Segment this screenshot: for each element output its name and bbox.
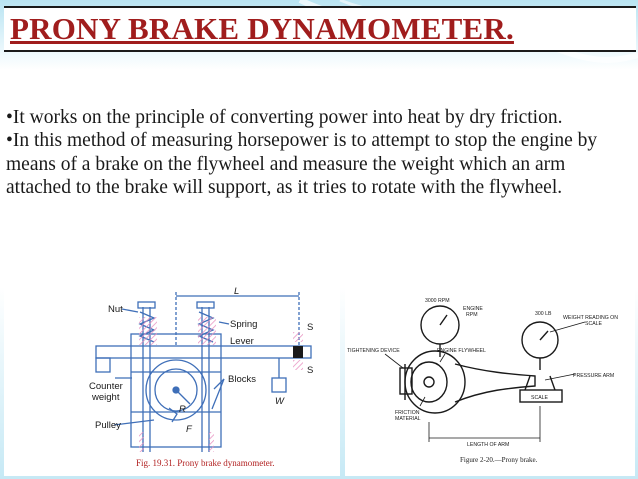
bullet-marker: • [6, 130, 13, 152]
label-weight-reading: WEIGHT READING ON [563, 315, 618, 321]
spring-balance-bottom [293, 360, 303, 370]
lever-bar [95, 345, 312, 359]
label-rpm: RPM [466, 312, 478, 318]
label-lever: Lever [230, 336, 254, 347]
bullet-item: •It works on the principle of converting… [6, 106, 634, 129]
label-engine: ENGINE [463, 306, 483, 312]
title-bar: PRONY BRAKE DYNAMOMETER. [4, 6, 636, 52]
label-s-bottom: S [307, 365, 313, 376]
nut-left [137, 301, 156, 309]
prony-brake-diagram-svg: Nut Spring Lever Counter weight Pulley B… [89, 286, 313, 468]
friction-block-right [198, 317, 216, 345]
bullet-item: •In this method of measuring horsepower … [6, 129, 634, 199]
scale-base [519, 389, 563, 403]
label-spring: Spring [230, 319, 257, 330]
label-nut: Nut [108, 304, 123, 315]
label-length: L [234, 286, 239, 297]
label-friction: FRICTION [395, 410, 420, 416]
bullet-text: It works on the principle of converting … [12, 107, 563, 128]
slide-title: PRONY BRAKE DYNAMOMETER. [10, 11, 514, 46]
label-blocks: Blocks [228, 374, 256, 385]
bullet-marker: • [6, 107, 13, 128]
label-material: MATERIAL [395, 416, 421, 422]
prony-brake-illustration-svg: 3000 RPM ENGINE RPM 300 LB WEIGHT READIN… [347, 298, 618, 464]
label-weight: weight [91, 392, 120, 403]
label-counter: Counter [89, 381, 123, 392]
label-engine-flywheel: ENGINE FLYWHEEL [437, 348, 486, 354]
pressure-arm [454, 363, 536, 403]
label-3000-rpm: 3000 RPM [425, 298, 450, 304]
label-pulley: Pulley [95, 420, 121, 431]
pulley-inner [154, 368, 198, 412]
label-tightening-device: TIGHTENING DEVICE [347, 348, 400, 354]
nut-right [196, 301, 215, 309]
right-figure-caption: Figure 2-20.—Prony brake. [460, 456, 538, 464]
bullet-text: In this method of measuring horsepower i… [6, 130, 598, 198]
weight-block [271, 377, 287, 393]
spring-balance-top [293, 332, 303, 342]
label-pressure-arm: PRESSURE ARM [573, 373, 614, 379]
label-f: F [186, 424, 193, 435]
label-w: W [275, 396, 285, 407]
label-scale: SCALE [531, 395, 549, 401]
label-300-lb: 300 LB [535, 311, 552, 317]
left-figure-caption: Fig. 19.31. Prony brake dynamometer. [136, 458, 274, 468]
friction-block-left [139, 317, 157, 345]
engine-flywheel [404, 350, 466, 414]
label-weight-scale: SCALE [585, 321, 603, 327]
prony-brake-illustration: 3000 RPM ENGINE RPM 300 LB WEIGHT READIN… [345, 282, 635, 476]
label-r: R [179, 404, 186, 415]
prony-brake-diagram: Nut Spring Lever Counter weight Pulley B… [4, 282, 340, 476]
label-s-top: S [307, 322, 313, 333]
pulley-outer [145, 359, 207, 421]
body-text: •It works on the principle of converting… [6, 106, 634, 199]
label-length-of-arm: LENGTH OF ARM [467, 442, 509, 448]
